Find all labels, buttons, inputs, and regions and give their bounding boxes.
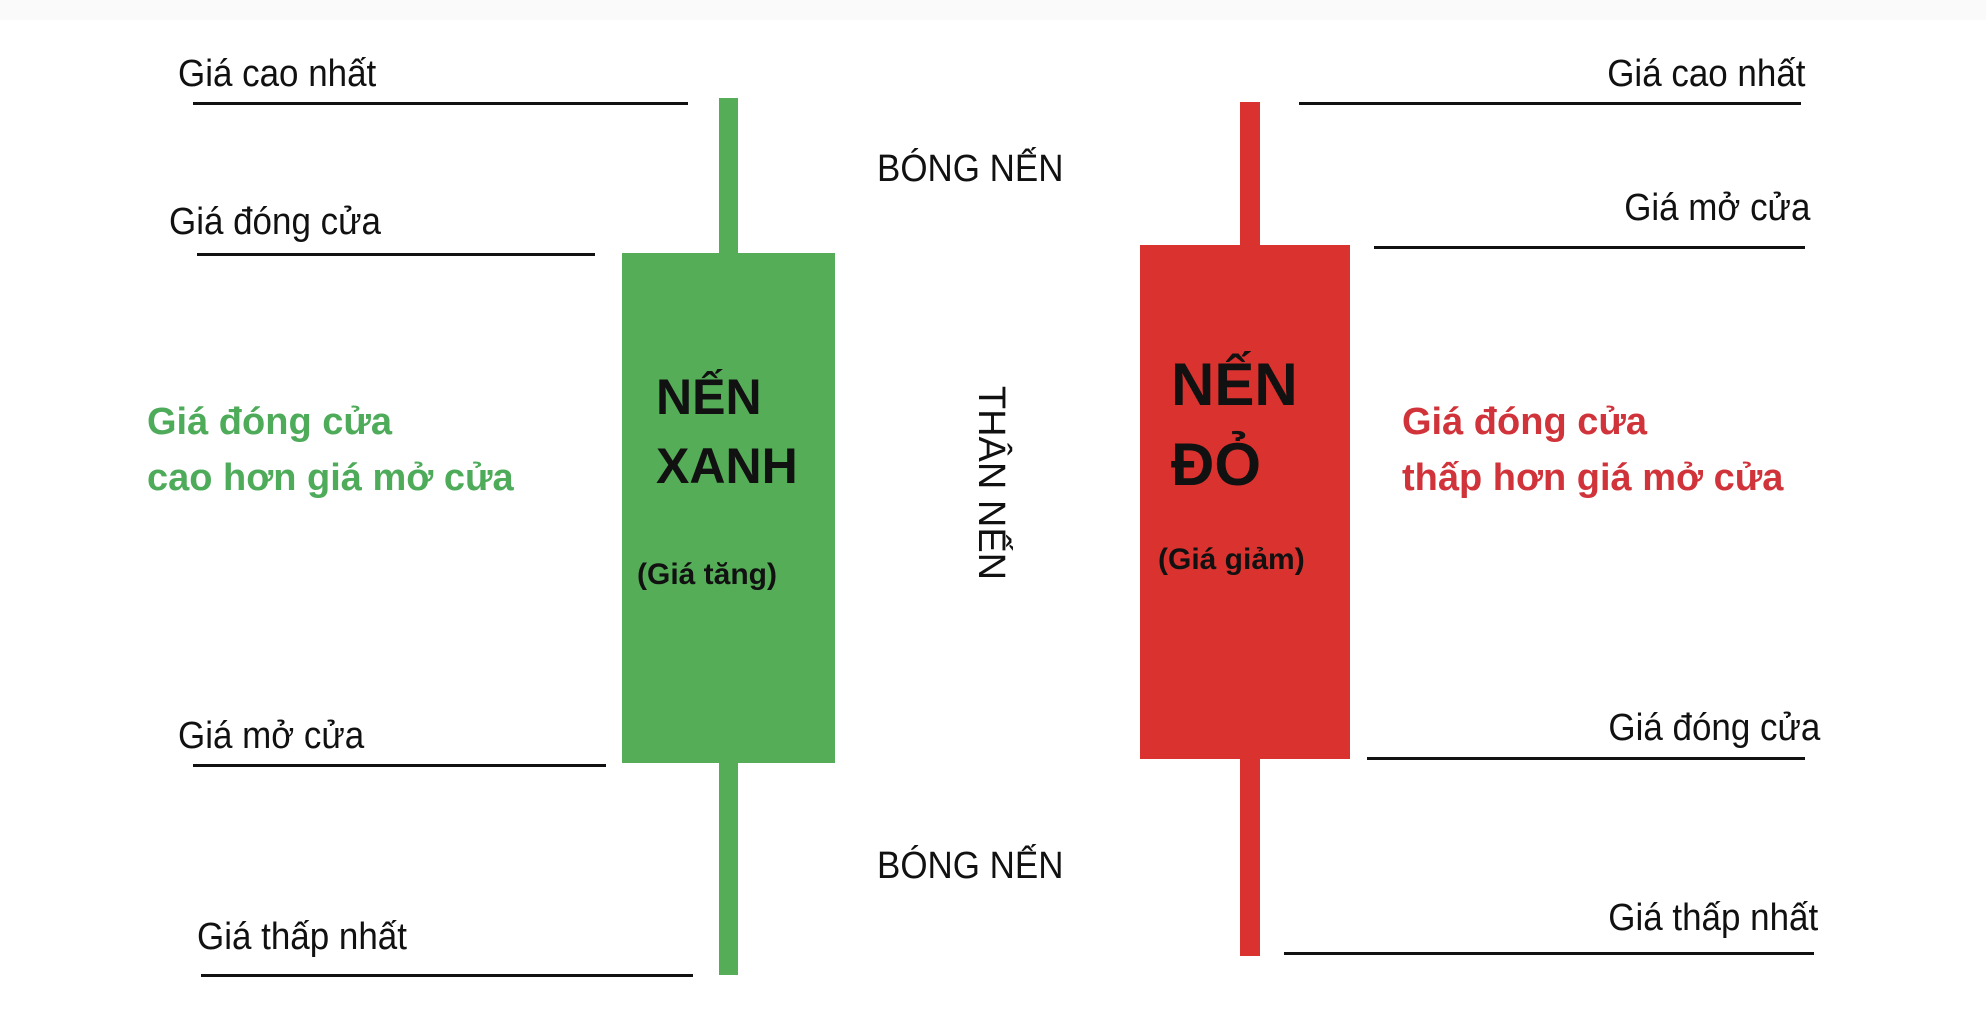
red-body-subtitle: (Giá giảm)	[1158, 543, 1305, 576]
green-close-line	[197, 253, 595, 256]
red-low-label: Giá thấp nhất	[1608, 897, 1818, 939]
green-description-1: Giá đóng cửa	[147, 401, 392, 443]
green-open-line	[193, 764, 606, 767]
green-close-label: Giá đóng cửa	[169, 201, 381, 243]
red-body-title-2: ĐỎ	[1171, 431, 1261, 498]
green-high-label: Giá cao nhất	[178, 53, 377, 95]
green-high-line	[193, 102, 688, 105]
red-body-title-1: NẾN	[1171, 351, 1298, 418]
green-body-subtitle: (Giá tăng)	[637, 558, 777, 591]
green-low-line	[201, 974, 693, 977]
red-close-label: Giá đóng cửa	[1608, 707, 1820, 749]
green-body-title-1: NẾN	[656, 369, 762, 425]
lower-shadow-label: BÓNG NẾN	[877, 845, 1064, 887]
red-high-line	[1299, 102, 1801, 105]
red-open-label: Giá mở cửa	[1623, 187, 1810, 229]
red-body	[1140, 245, 1350, 759]
green-body-title-2: XANH	[656, 438, 798, 494]
top-strip	[0, 0, 1986, 20]
green-description-2: cao hơn giá mở cửa	[147, 457, 514, 499]
red-description-1: Giá đóng cửa	[1402, 401, 1647, 443]
body-label: THÂN NẾN	[970, 385, 1012, 581]
red-open-line	[1374, 246, 1805, 249]
upper-shadow-label: BÓNG NẾN	[877, 148, 1064, 190]
green-body	[622, 253, 835, 763]
green-low-label: Giá thấp nhất	[197, 916, 407, 958]
red-low-line	[1284, 952, 1814, 955]
red-close-line	[1367, 757, 1805, 760]
red-description-2: thấp hơn giá mở cửa	[1402, 457, 1784, 499]
red-high-label: Giá cao nhất	[1606, 53, 1805, 95]
green-open-label: Giá mở cửa	[178, 715, 365, 757]
